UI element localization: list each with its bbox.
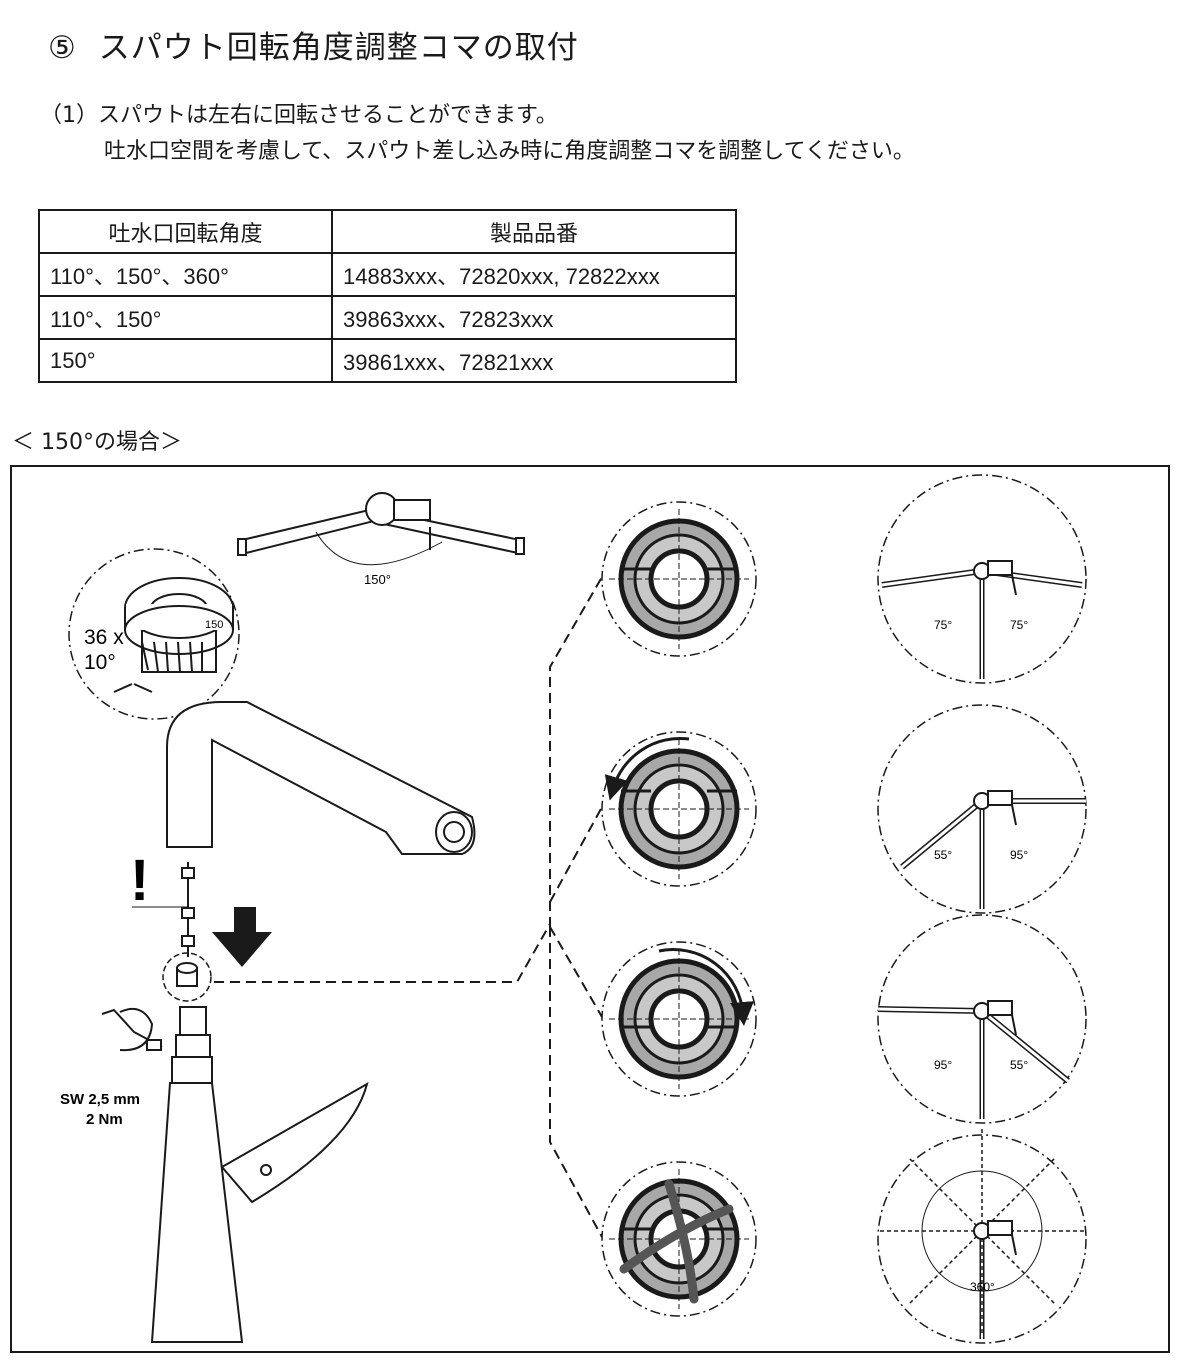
intro-line-2: 吐水口空間を考慮して、スパウト差し込み時に角度調整コマを調整してください。 [104, 139, 915, 164]
table-header-model: 製品品番 [331, 209, 737, 254]
full-angle-label: 360° [970, 1280, 995, 1294]
table-cell-angle: 110°、150°、360° [38, 252, 333, 297]
piece-step-label: 10° [84, 651, 116, 674]
not-allowed-cross-icon [619, 1204, 734, 1274]
piece-mark-label: 150 [205, 619, 223, 631]
torque-label: 2 Nm [86, 1111, 123, 1128]
right-angle-label: 75° [1010, 618, 1028, 632]
insert-arrow-icon [212, 907, 272, 967]
adjustment-ring-icon [601, 941, 757, 1097]
table-row: 150° 39861xxx、72821xxx [38, 338, 737, 383]
adjustment-piece-icon [124, 577, 234, 673]
detail-circle [68, 548, 240, 720]
spout-angle-view: 95° 55° [877, 914, 1087, 1124]
table-header-row: 吐水口回転角度 製品品番 [38, 209, 737, 254]
table-cell-model: 39861xxx、72821xxx [331, 338, 737, 383]
table-row: 110°、150° 39863xxx、72823xxx [38, 295, 737, 340]
step-number: ⑤ [48, 30, 77, 66]
intro-line-1: （1）スパウトは左右に回転させることができます。 [40, 103, 558, 128]
table-cell-angle: 110°、150° [38, 295, 333, 340]
left-angle-label: 55° [934, 848, 952, 862]
table-cell-model: 14883xxx、72820xxx, 72822xxx [331, 252, 737, 297]
piece-count-label: 36 x [84, 626, 124, 649]
spout-angle-view: 75° 75° [877, 474, 1087, 684]
spout-top-view-icon [237, 492, 525, 566]
hex-key-icon [101, 1008, 163, 1052]
page-heading: ⑤ スパウト回転角度調整コマの取付 [48, 22, 579, 67]
right-angle-label: 95° [1010, 848, 1028, 862]
case-label: ＜ 150°の場合＞ [12, 430, 182, 455]
table-cell-angle: 150° [38, 338, 333, 383]
small-piece-icon [176, 962, 198, 987]
connector-lines [214, 576, 603, 1238]
table-cell-model: 39863xxx、72823xxx [331, 295, 737, 340]
spout-angle-view: 55° 95° [877, 704, 1087, 914]
warning-mark: ! [130, 848, 149, 913]
tool-size-label: SW 2,5 mm [60, 1091, 140, 1108]
left-angle-label: 75° [934, 618, 952, 632]
top-angle-label: 150° [364, 572, 391, 587]
faucet-spout-icon [166, 701, 476, 855]
table-header-angle: 吐水口回転角度 [38, 209, 333, 254]
table-row: 110°、150°、360° 14883xxx、72820xxx, 72822x… [38, 252, 737, 297]
adjustment-ring-icon [601, 1161, 757, 1317]
installation-illustration: 150° 150 36 x 10° ! SW 2,5 mm [60, 474, 1087, 1344]
intro-text: （1）スパウトは左右に回転させることができます。 吐水口空間を考慮して、スパウト… [40, 98, 915, 170]
rotate-left-arrow-icon [604, 736, 690, 801]
spout-views-group: 75° 75° 55° 95° 95° 55° 360° [877, 474, 1087, 1344]
faucet-body-icon [150, 1006, 369, 1343]
adjustment-ring-icon [601, 501, 757, 657]
angle-model-table: 吐水口回転角度 製品品番 110°、150°、360° 14883xxx、728… [38, 209, 737, 383]
piece-highlight-circle [162, 952, 212, 1002]
right-angle-label: 55° [1010, 1058, 1028, 1072]
cartridge-stem-icon [132, 862, 195, 957]
adjustment-ring-icon [601, 731, 757, 887]
rings-group [601, 501, 757, 1317]
spout-angle-view: 360° [877, 1127, 1087, 1344]
not-allowed-cross-icon [664, 1179, 699, 1304]
step-title: スパウト回転角度調整コマの取付 [98, 30, 579, 66]
installation-figure: 150° 150 36 x 10° ! SW 2,5 mm [10, 465, 1170, 1353]
step-arrows-icon [113, 683, 153, 693]
rotate-right-arrow-icon [658, 948, 755, 1026]
left-angle-label: 95° [934, 1058, 952, 1072]
